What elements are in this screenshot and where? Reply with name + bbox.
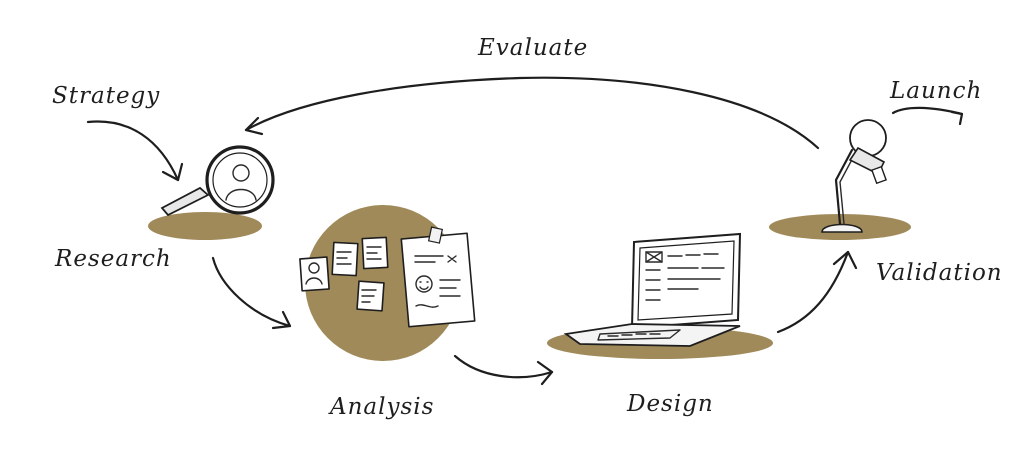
label-design: Design — [626, 391, 714, 417]
arrow-design-to-validation — [776, 250, 858, 334]
label-analysis: Analysis — [328, 394, 434, 420]
label-strategy: Strategy — [52, 83, 160, 109]
arrow-research-to-analysis — [211, 256, 292, 330]
validation-stage — [769, 119, 911, 240]
analysis-stage — [299, 205, 476, 361]
arrow-launch — [891, 106, 964, 126]
laptop-icon — [563, 232, 742, 347]
arrow-analysis-to-design — [453, 354, 554, 386]
label-validation: Validation — [876, 260, 1003, 286]
label-evaluate: Evaluate — [477, 35, 588, 61]
research-stage — [148, 145, 275, 240]
arrow-evaluate-loop — [244, 76, 820, 150]
label-research: Research — [54, 246, 172, 272]
research-base — [148, 212, 262, 240]
magnifier-user-icon — [160, 145, 275, 217]
label-launch: Launch — [889, 78, 982, 104]
pinboard-icon — [299, 226, 476, 328]
arrow-strategy-to-research — [86, 120, 184, 182]
desk-lamp-icon — [821, 119, 887, 233]
design-stage — [547, 232, 773, 359]
